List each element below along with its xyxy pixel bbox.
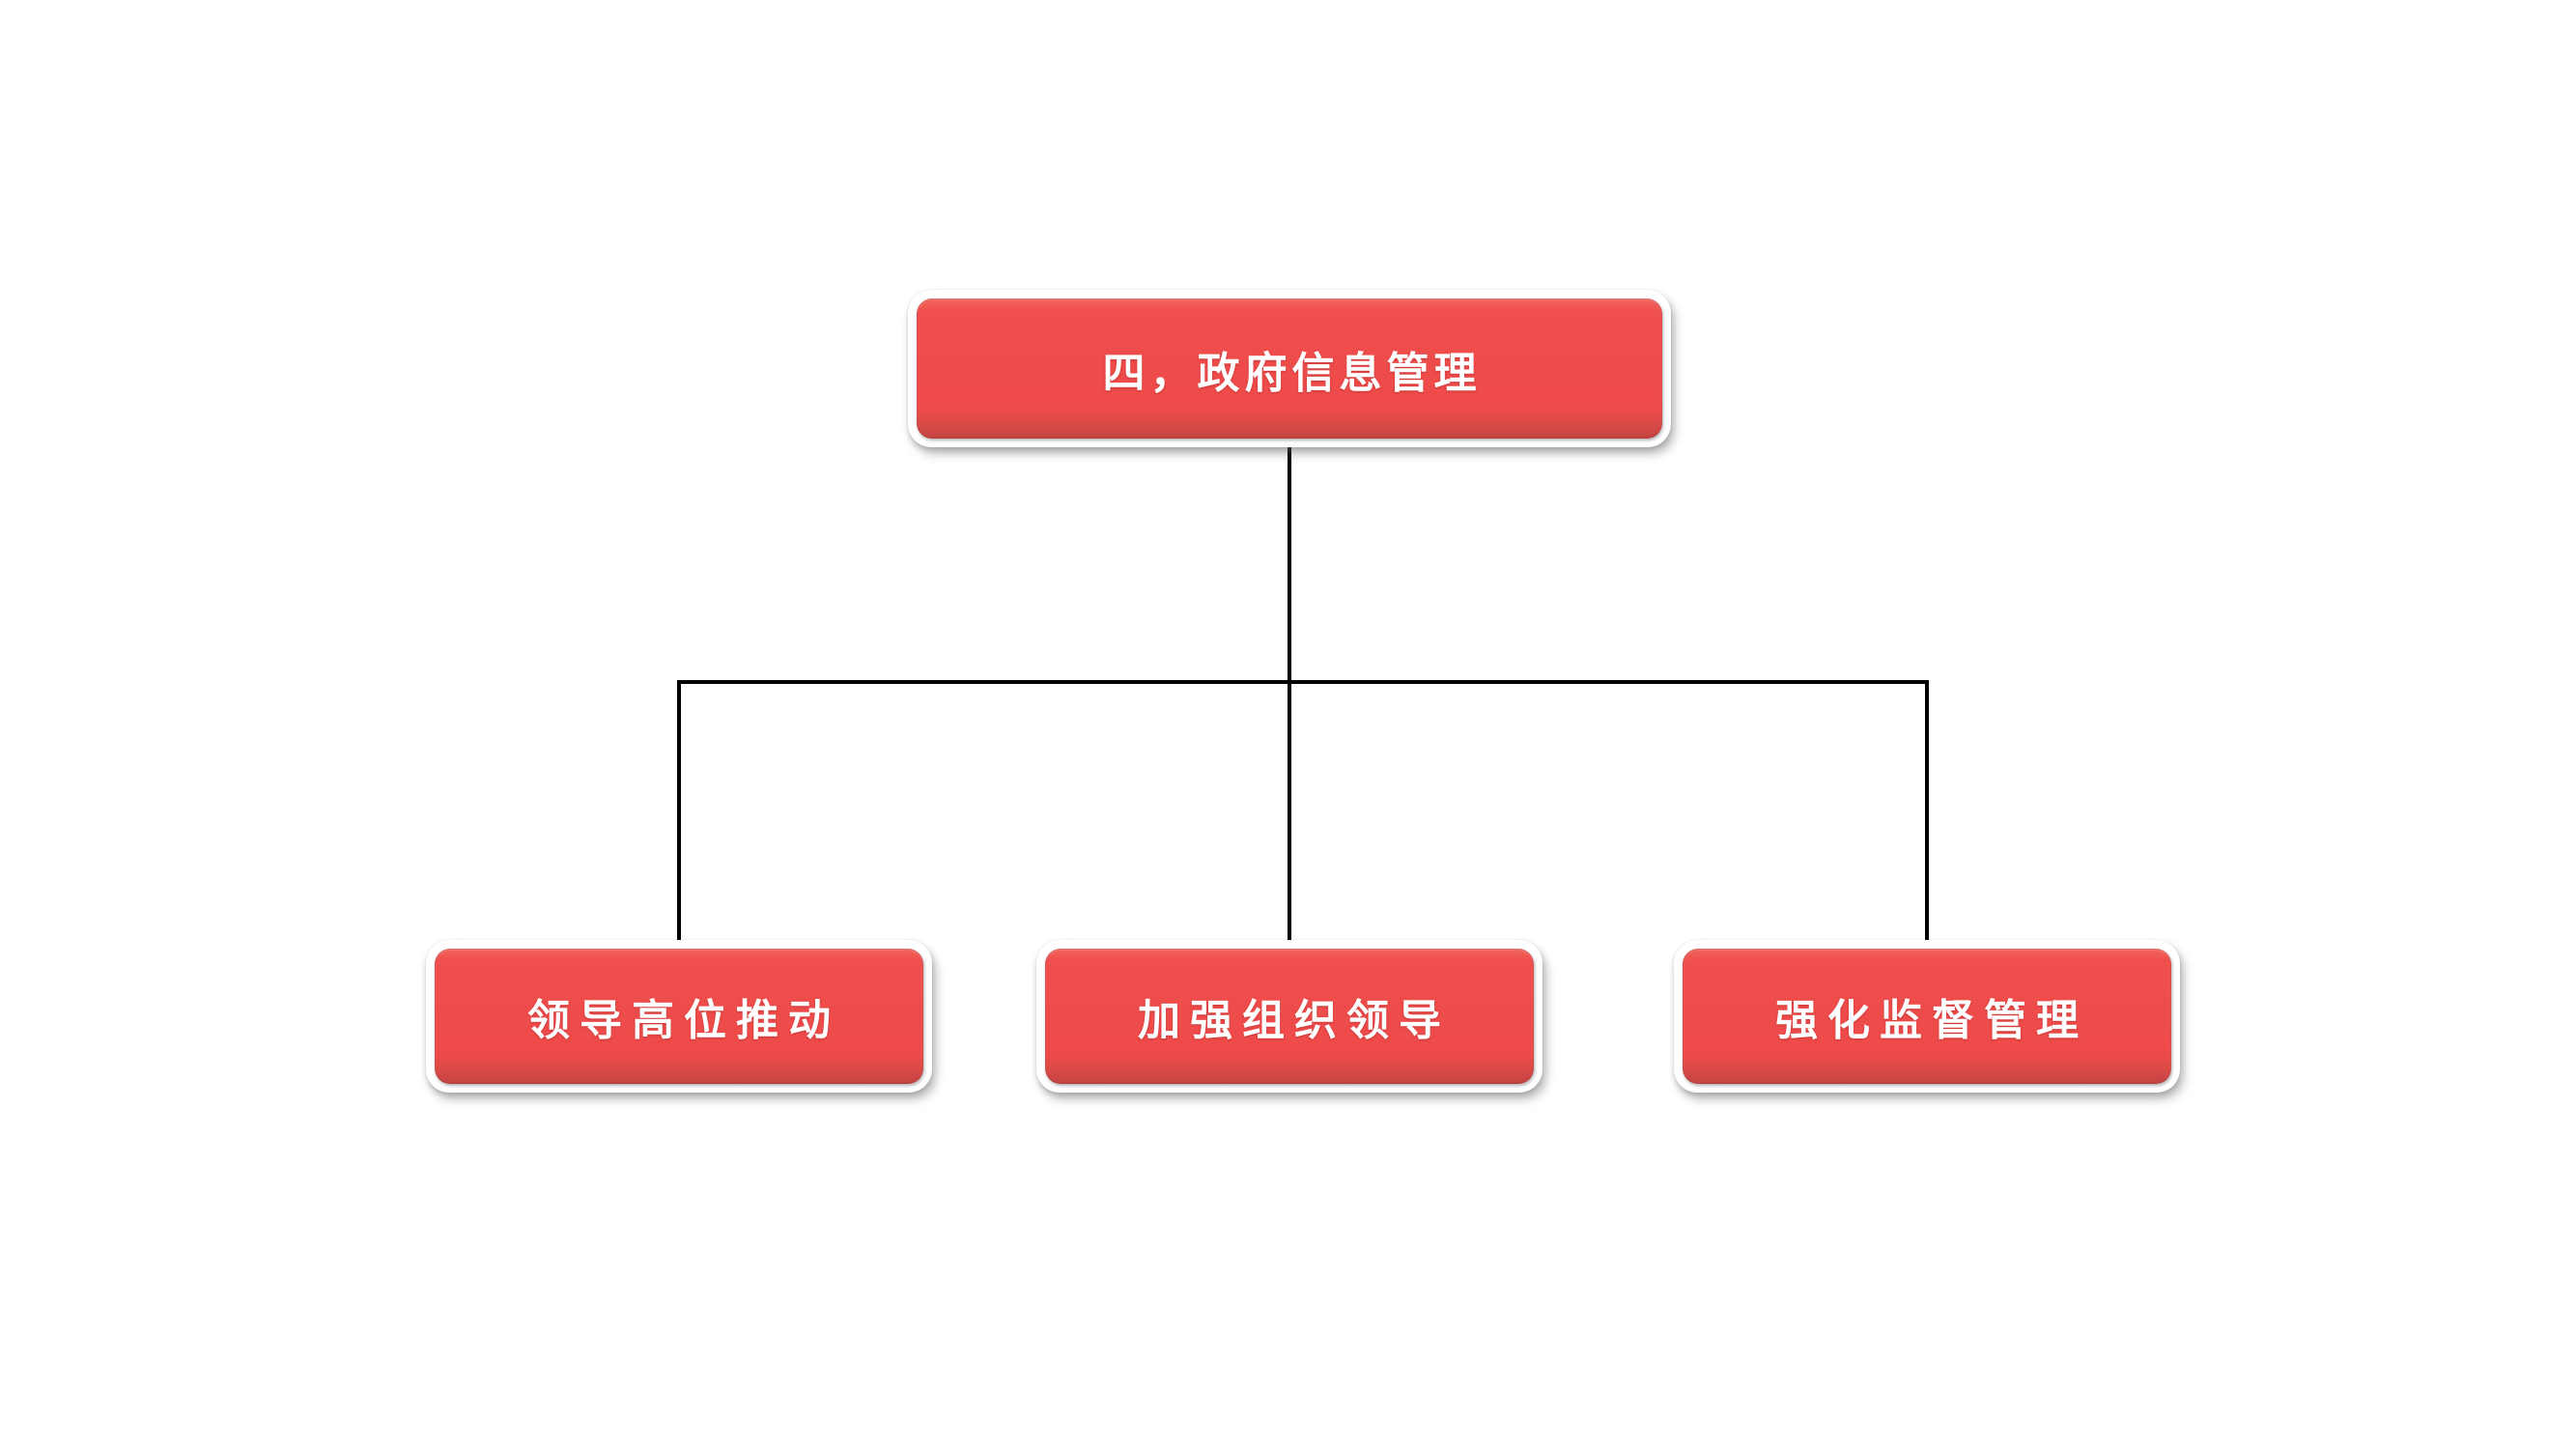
- child-node-2-label: 加强组织领导: [1138, 996, 1451, 1045]
- child-node-3-surface: 强化监督管理: [1683, 949, 2171, 1084]
- child-node-3-label: 强化监督管理: [1775, 996, 2088, 1045]
- connector-horizontal-bar: [677, 680, 1929, 684]
- child-node-2: 加强组织领导: [1036, 940, 1543, 1093]
- connector-root-stem: [1288, 442, 1291, 684]
- connector-drop-right: [1925, 680, 1929, 943]
- child-node-2-surface: 加强组织领导: [1045, 949, 1534, 1084]
- child-node-1-label: 领导高位推动: [527, 996, 840, 1045]
- root-node-surface: 四，政府信息管理: [917, 299, 1662, 439]
- connector-drop-center: [1288, 680, 1291, 943]
- root-node-label: 四，政府信息管理: [1102, 348, 1482, 398]
- child-node-1: 领导高位推动: [426, 940, 932, 1093]
- connector-drop-left: [677, 680, 681, 943]
- child-node-1-surface: 领导高位推动: [435, 949, 923, 1084]
- root-node: 四，政府信息管理: [908, 290, 1671, 447]
- child-node-3: 强化监督管理: [1674, 940, 2180, 1093]
